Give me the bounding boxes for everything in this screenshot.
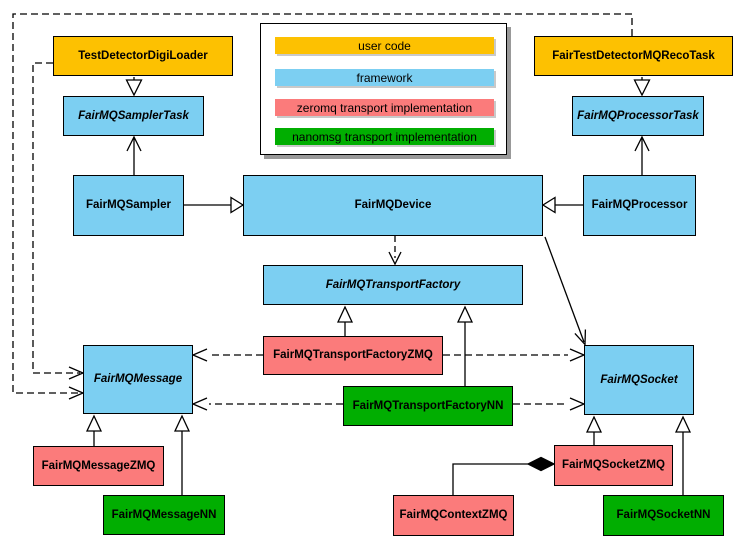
- composition-edge-socketzmq-contextzmq: [452, 456, 556, 495]
- association-edge-processor-to-processortask: [634, 135, 650, 175]
- dependency-edge-device-to-transportfactory: [388, 236, 402, 266]
- inheritance-edge-messagezmq-to-message: [85, 414, 103, 446]
- dependency-edge-tfnn-to-message: [191, 397, 343, 411]
- hollow-triangle-icon: [125, 79, 143, 97]
- open-arrowhead-icon: [634, 135, 650, 152]
- node-fairmq-sampler-task: FairMQSamplerTask: [63, 96, 204, 136]
- inheritance-edge-digiloader-to-samplertask: [125, 77, 143, 97]
- inheritance-edge-messagenn-to-message: [173, 414, 191, 495]
- hollow-triangle-icon: [173, 414, 191, 432]
- association-edge-device-to-socket: [544, 236, 587, 347]
- hollow-triangle-icon: [674, 415, 692, 433]
- hollow-triangle-icon: [230, 196, 245, 214]
- node-fairmq-socket: FairMQSocket: [584, 345, 694, 415]
- inheritance-edge-tfzmq-to-transportfactory: [336, 305, 354, 336]
- inheritance-edge-socketzmq-to-socket: [585, 415, 603, 445]
- node-fairmq-context-zmq: FairMQContextZMQ: [393, 495, 514, 536]
- node-fairmq-transport-factory-nn: FairMQTransportFactoryNN: [343, 386, 513, 426]
- legend-item-user-code: user code: [275, 37, 494, 54]
- open-arrowhead-icon: [191, 348, 208, 362]
- node-fairmq-message: FairMQMessage: [83, 345, 193, 414]
- hollow-triangle-icon: [336, 305, 354, 323]
- inheritance-edge-processor-to-device: [541, 196, 583, 214]
- inheritance-edge-sampler-to-device: [184, 196, 245, 214]
- node-fairmq-socket-nn: FairMQSocketNN: [603, 495, 724, 536]
- node-fairmq-message-nn: FairMQMessageNN: [103, 495, 225, 535]
- inheritance-edge-tfnn-to-transportfactory: [456, 305, 474, 386]
- node-fairmq-sampler: FairMQSampler: [73, 175, 184, 236]
- legend-item-zeromq: zeromq transport implementation: [275, 99, 494, 116]
- dependency-edge-tfnn-to-socket: [513, 397, 586, 411]
- hollow-triangle-icon: [85, 414, 103, 432]
- inheritance-edge-recotask-to-processortask: [633, 77, 651, 97]
- legend-box: user code framework zeromq transport imp…: [260, 23, 507, 155]
- inheritance-edge-socketnn-to-socket: [674, 415, 692, 495]
- node-test-detector-digi-loader: TestDetectorDigiLoader: [53, 36, 233, 76]
- open-arrowhead-icon: [574, 329, 587, 347]
- node-fairmq-socket-zmq: FairMQSocketZMQ: [554, 445, 673, 486]
- legend-item-framework: framework: [275, 69, 494, 86]
- hollow-triangle-icon: [541, 196, 556, 214]
- association-edge-sampler-to-samplertask: [126, 135, 142, 175]
- node-fairmq-transport-factory-zmq: FairMQTransportFactoryZMQ: [263, 336, 443, 375]
- open-arrowhead-icon: [191, 397, 208, 411]
- node-fairmq-device: FairMQDevice: [243, 175, 543, 236]
- dependency-edge-tfzmq-to-message: [191, 348, 263, 362]
- node-fairmq-processor-task: FairMQProcessorTask: [572, 96, 704, 136]
- node-fairmq-transport-factory: FairMQTransportFactory: [263, 265, 523, 305]
- open-arrowhead-icon: [126, 135, 142, 152]
- node-fairmq-message-zmq: FairMQMessageZMQ: [33, 446, 164, 486]
- hollow-triangle-icon: [585, 415, 603, 433]
- hollow-triangle-icon: [456, 305, 474, 323]
- legend-item-nanomsg: nanomsg transport implementation: [275, 128, 494, 145]
- hollow-triangle-icon: [633, 79, 651, 97]
- node-fair-test-detector-mq-reco-task: FairTestDetectorMQRecoTask: [534, 36, 733, 76]
- filled-diamond-icon: [526, 456, 556, 472]
- dependency-edge-tfzmq-to-socket: [443, 348, 586, 362]
- node-fairmq-processor: FairMQProcessor: [583, 175, 696, 236]
- open-arrowhead-icon: [388, 251, 402, 266]
- open-arrowhead-icon: [569, 348, 586, 362]
- open-arrowhead-icon: [569, 397, 586, 411]
